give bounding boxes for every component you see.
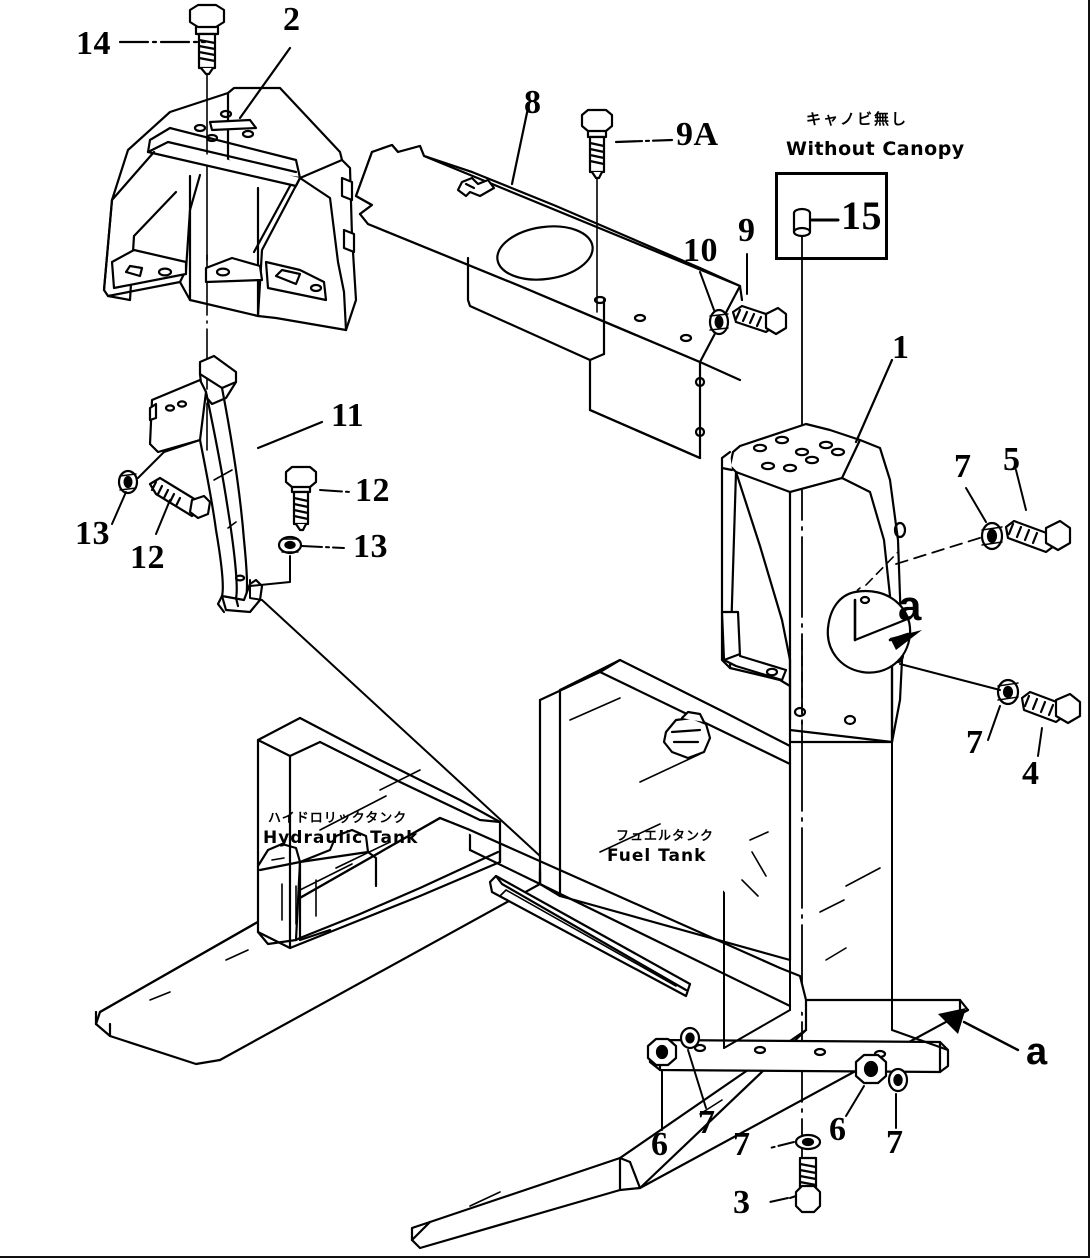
hydraulic-tank-label-en: Hydraulic Tank (263, 828, 419, 848)
part-5-bolt (1004, 469, 1072, 554)
part-14-bolt (118, 3, 226, 76)
part-12-bolt-right (284, 465, 351, 532)
item-number-5: 5 (1003, 441, 1021, 478)
section-a-frame-arrow (938, 1008, 1020, 1052)
item-number-9a: 9A (676, 116, 719, 153)
fuel-tank-label-en: Fuel Tank (607, 846, 707, 866)
hydraulic-tank-label-jp: ハイドロリックタンク (268, 811, 408, 826)
part-7-washer-lower (987, 678, 1020, 741)
item-number-12-left: 12 (130, 539, 165, 576)
item-number-6-right: 6 (829, 1111, 847, 1148)
part-9a-bolt (580, 108, 674, 313)
part-12-bolt-left (148, 476, 212, 535)
item-number-9: 9 (738, 212, 756, 249)
section-mark-a-frame: a (1026, 1031, 1048, 1073)
machine-frame (94, 741, 970, 1250)
axis-5 (895, 535, 987, 565)
part-1-housing (720, 358, 922, 744)
part-7-washer-upper (965, 487, 1004, 551)
part-8-cover (354, 106, 744, 460)
canopy-note-en: Without Canopy (786, 138, 965, 160)
item-number-2: 2 (283, 1, 301, 38)
part-6-nut-right (845, 1053, 888, 1117)
part-7-washer-bolt3 (769, 1133, 822, 1151)
section-mark-a-housing: a (898, 582, 922, 629)
item-number-11: 11 (331, 397, 365, 434)
axis-4 (899, 663, 1001, 691)
canopy-note-jp: キャノビ無し (806, 110, 909, 128)
without-canopy-box (775, 172, 888, 260)
fuel-tank-shape (538, 658, 792, 962)
part-2-bracket (102, 46, 358, 332)
item-number-15: 15 (841, 193, 882, 238)
part-3-bolt (769, 1156, 822, 1214)
item-number-10: 10 (683, 232, 718, 269)
part-13-washer-left (117, 469, 139, 495)
item-number-13-left: 13 (75, 515, 110, 552)
item-number-7-bolt3: 7 (733, 1126, 751, 1163)
part-11-stay (111, 354, 351, 614)
part-7-washer-f1 (679, 1026, 707, 1109)
part-6-nut-left (646, 1037, 678, 1131)
fuel-tank-label-jp: フュエルタンク (616, 829, 715, 844)
item-number-7-f2: 7 (886, 1124, 904, 1161)
item-number-1: 1 (892, 329, 910, 366)
item-number-12-right: 12 (355, 472, 390, 509)
item-number-8: 8 (524, 84, 542, 121)
item-number-7-f1: 7 (698, 1104, 716, 1141)
part-9-bolt (731, 253, 788, 336)
item-number-13-right: 13 (353, 528, 388, 565)
part-4-bolt (1020, 690, 1082, 757)
item-number-3: 3 (733, 1184, 751, 1221)
item-number-7-upper: 7 (954, 448, 972, 485)
item-number-14: 14 (76, 25, 111, 62)
part-10-washer (699, 271, 730, 336)
item-number-6-left: 6 (651, 1126, 669, 1163)
assembly-line-11 (249, 579, 541, 857)
part-7-washer-f2 (887, 1067, 909, 1129)
item-number-4: 4 (1022, 755, 1040, 792)
hydraulic-tank-shape (256, 716, 502, 950)
item-number-7-lower: 7 (966, 724, 984, 761)
part-13-washer-right (249, 535, 345, 587)
